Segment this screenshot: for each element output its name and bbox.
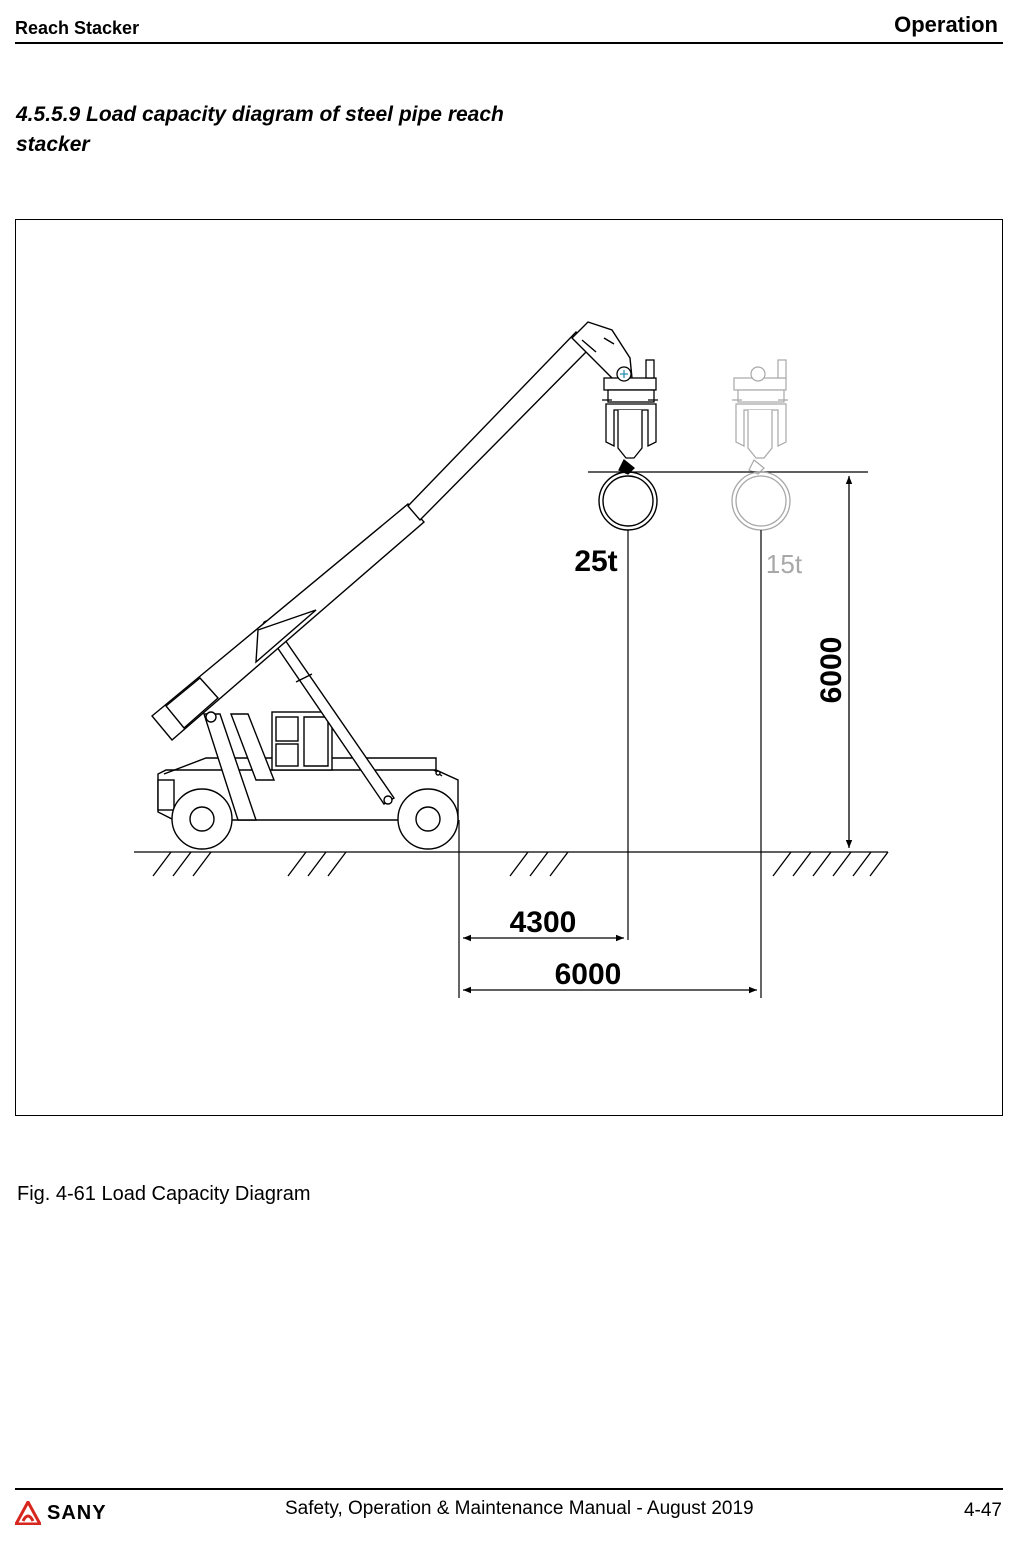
page-number: 4-47 <box>963 1500 1002 1521</box>
steel-pipe-primary <box>598 471 658 531</box>
figure-caption: Fig. 4-61 Load Capacity Diagram <box>17 1183 311 1205</box>
reach-dimension-primary-label: 4300 <box>510 906 577 939</box>
height-dimension-label: 6000 <box>815 637 848 704</box>
sany-logo: SANY <box>15 1500 107 1526</box>
load-label-secondary: 15t <box>766 549 803 579</box>
load-capacity-figure: 6000 4300 6000 25t 15t <box>15 219 1003 1116</box>
footer-rule <box>15 1488 1003 1490</box>
load-label-primary: 25t <box>574 545 617 578</box>
header-rule <box>15 42 1003 44</box>
running-header-chapter: Operation <box>894 12 998 37</box>
reach-dimension-secondary-label: 6000 <box>555 958 622 991</box>
steel-pipe-secondary <box>731 471 791 531</box>
sany-logo-icon <box>15 1501 41 1525</box>
pipe-clamp-secondary <box>732 359 788 475</box>
pipe-clamp-primary <box>602 359 658 475</box>
telescopic-boom <box>151 321 633 741</box>
section-title: 4.5.5.9 Load capacity diagram of steel p… <box>16 103 504 156</box>
ground <box>134 851 889 877</box>
running-header-product: Reach Stacker <box>15 18 140 38</box>
sany-logo-wordmark: SANY <box>47 1501 107 1524</box>
footer-manual-title: Safety, Operation & Maintenance Manual -… <box>285 1498 754 1519</box>
reach-stacker-vehicle <box>157 620 459 850</box>
load-capacity-drawing: 6000 4300 6000 25t 15t <box>134 321 889 998</box>
